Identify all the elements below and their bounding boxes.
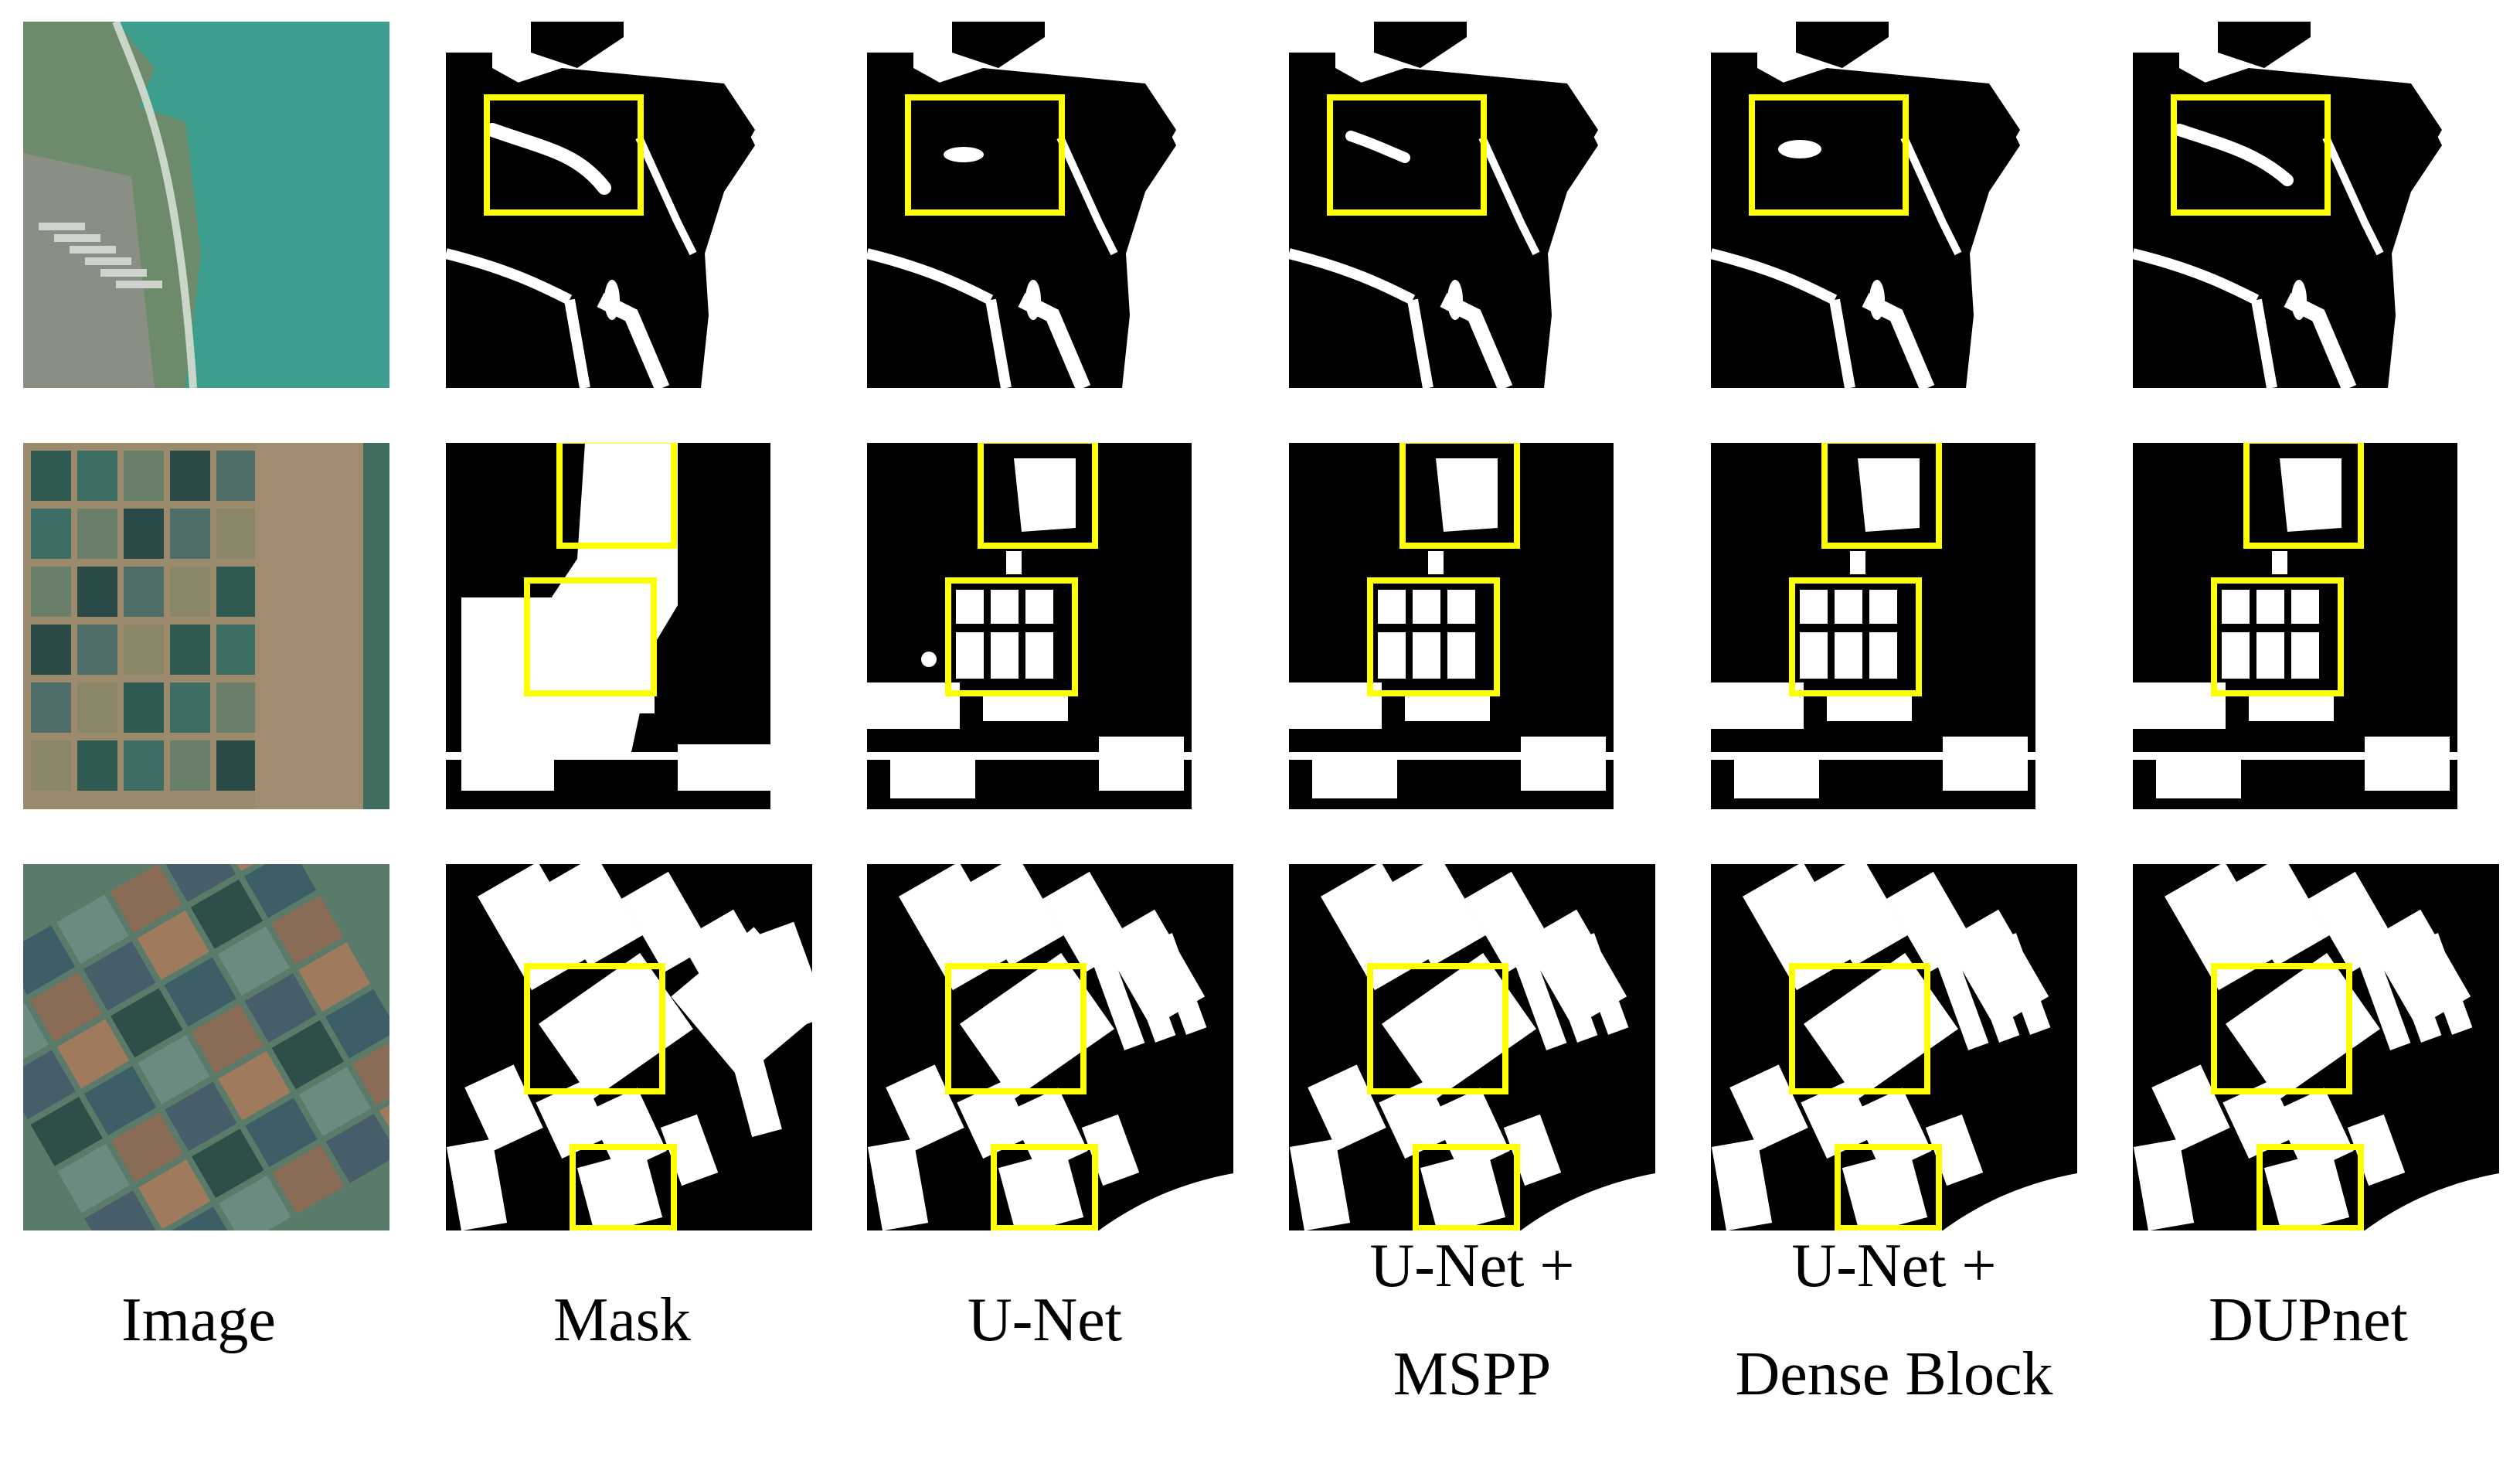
panel-row1-image xyxy=(23,22,389,388)
segmentation-map xyxy=(1289,443,1655,809)
highlight-box xyxy=(1367,577,1500,696)
highlight-box xyxy=(1399,443,1520,549)
segmentation-map xyxy=(2133,864,2499,1230)
column-label-mask: Mask xyxy=(406,1266,838,1374)
segmentation-map xyxy=(867,443,1233,809)
column-label-image: Image xyxy=(0,1266,415,1374)
segmentation-map xyxy=(2133,443,2499,809)
segmentation-map xyxy=(867,22,1233,388)
highlight-box xyxy=(484,94,644,216)
highlight-box xyxy=(2211,577,2344,696)
panel-row3-unet xyxy=(867,864,1233,1230)
column-label-line: Image xyxy=(121,1286,276,1354)
panel-row2-dupnet xyxy=(2133,443,2499,809)
highlight-box xyxy=(1327,94,1487,216)
panel-row1-mask xyxy=(446,22,812,388)
panel-row1-unet xyxy=(867,22,1233,388)
highlight-box xyxy=(945,963,1087,1094)
highlight-box xyxy=(524,577,657,696)
highlight-box xyxy=(1821,443,1942,549)
column-label-line: DUPnet xyxy=(2209,1286,2408,1354)
segmentation-map xyxy=(1711,22,2077,388)
segmentation-map xyxy=(867,864,1233,1230)
panel-row3-image xyxy=(23,864,389,1230)
panel-row1-unet-dense-block xyxy=(1711,22,2077,388)
highlight-box xyxy=(1367,963,1508,1094)
highlight-box xyxy=(2256,1144,2364,1230)
panel-row2-unet xyxy=(867,443,1233,809)
panel-row3-unet-mspp xyxy=(1289,864,1655,1230)
highlight-box xyxy=(1835,1144,1942,1230)
highlight-box xyxy=(1789,577,1922,696)
panel-row1-dupnet xyxy=(2133,22,2499,388)
highlight-box xyxy=(991,1144,1098,1230)
highlight-box xyxy=(2211,963,2352,1094)
satellite-image xyxy=(23,864,389,1230)
highlight-box xyxy=(1413,1144,1520,1230)
panel-row3-dupnet xyxy=(2133,864,2499,1230)
panel-row2-mask xyxy=(446,443,812,809)
highlight-box xyxy=(2171,94,2331,216)
panel-row2-unet-mspp xyxy=(1289,443,1655,809)
satellite-image xyxy=(23,22,389,388)
highlight-box xyxy=(905,94,1065,216)
highlight-box xyxy=(978,443,1098,549)
column-label-unet-dense-block: U-Net + Dense Block xyxy=(1678,1212,2110,1428)
segmentation-map xyxy=(446,864,812,1230)
column-label-line: U-Net + xyxy=(1369,1232,1575,1300)
segmentation-map xyxy=(446,443,812,809)
column-label-line: U-Net + xyxy=(1791,1232,1997,1300)
column-label-line: MSPP xyxy=(1393,1340,1552,1408)
highlight-box xyxy=(1789,963,1930,1094)
panel-row3-unet-dense-block xyxy=(1711,864,2077,1230)
column-label-line: Dense Block xyxy=(1735,1340,2053,1408)
satellite-image xyxy=(23,443,389,809)
highlight-box xyxy=(1749,94,1909,216)
segmentation-map xyxy=(1711,864,2077,1230)
segmentation-map xyxy=(1711,443,2077,809)
segmentation-map xyxy=(1289,22,1655,388)
segmentation-map xyxy=(446,22,812,388)
panel-row2-unet-dense-block xyxy=(1711,443,2077,809)
column-label-dupnet: DUPnet xyxy=(2092,1266,2520,1374)
column-label-line: Mask xyxy=(553,1286,691,1354)
highlight-box xyxy=(2243,443,2364,549)
panel-row3-mask xyxy=(446,864,812,1230)
column-label-unet-mspp: U-Net + MSPP xyxy=(1256,1212,1689,1428)
panel-row1-unet-mspp xyxy=(1289,22,1655,388)
panel-row2-image xyxy=(23,443,389,809)
segmentation-map xyxy=(1289,864,1655,1230)
column-label-unet: U-Net xyxy=(828,1266,1261,1374)
column-label-line: U-Net xyxy=(968,1286,1122,1354)
highlight-box xyxy=(570,1144,677,1230)
highlight-box xyxy=(556,443,677,549)
highlight-box xyxy=(524,963,665,1094)
segmentation-map xyxy=(2133,22,2499,388)
highlight-box xyxy=(945,577,1078,696)
